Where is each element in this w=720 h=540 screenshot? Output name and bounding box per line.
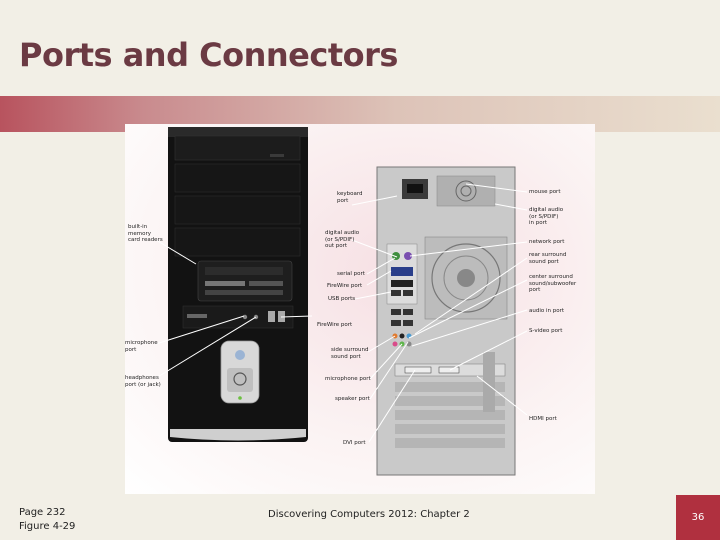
label-firewire: FireWire port bbox=[327, 283, 363, 289]
label-side-surround: side surround sound port bbox=[331, 347, 369, 360]
label-digital-audio-in: digital audio (or S/PDIF) in port bbox=[529, 207, 564, 226]
figure-reference: Figure 4-29 bbox=[19, 521, 76, 532]
label-keyboard: keyboard port bbox=[337, 191, 363, 204]
computer-tower-illustration bbox=[155, 127, 528, 476]
label-card-readers: built-in memory card readers bbox=[128, 224, 163, 243]
label-mouse: mouse port bbox=[529, 189, 561, 195]
label-center-surround: center surround sound/subwoofer port bbox=[529, 274, 577, 293]
label-network: network port bbox=[529, 239, 565, 245]
label-firewire-front: FireWire port bbox=[317, 322, 353, 328]
label-speaker: speaker port bbox=[335, 396, 370, 402]
label-serial: serial port bbox=[337, 271, 365, 277]
label-headphones: headphones port (or jack) bbox=[125, 375, 161, 388]
label-microphone-back: microphone port bbox=[325, 376, 371, 382]
page-reference: Page 232 bbox=[19, 507, 66, 518]
callout-lines bbox=[155, 183, 528, 443]
footer-text: Discovering Computers 2012: Chapter 2 bbox=[268, 509, 470, 520]
label-svideo: S-video port bbox=[529, 328, 563, 334]
back-tower bbox=[376, 166, 516, 476]
label-dvi: DVI port bbox=[343, 440, 366, 446]
front-tower bbox=[168, 127, 308, 442]
slide-title: Ports and Connectors bbox=[19, 36, 398, 74]
computer-ports-figure: built-in memory card readers microphone … bbox=[125, 124, 595, 494]
label-microphone-front: microphone port bbox=[125, 340, 158, 353]
slide-number-badge: 36 bbox=[676, 495, 720, 540]
slide-number: 36 bbox=[691, 512, 705, 523]
footer-references: Page 232 Figure 4-29 bbox=[19, 506, 75, 534]
label-usb: USB ports bbox=[328, 296, 356, 302]
label-hdmi: HDMI port bbox=[529, 416, 557, 422]
label-digital-audio-out: digital audio (or S/PDIF) out port bbox=[325, 230, 360, 249]
label-rear-surround: rear surround sound port bbox=[529, 252, 567, 265]
label-audio-in: audio in port bbox=[529, 308, 565, 314]
